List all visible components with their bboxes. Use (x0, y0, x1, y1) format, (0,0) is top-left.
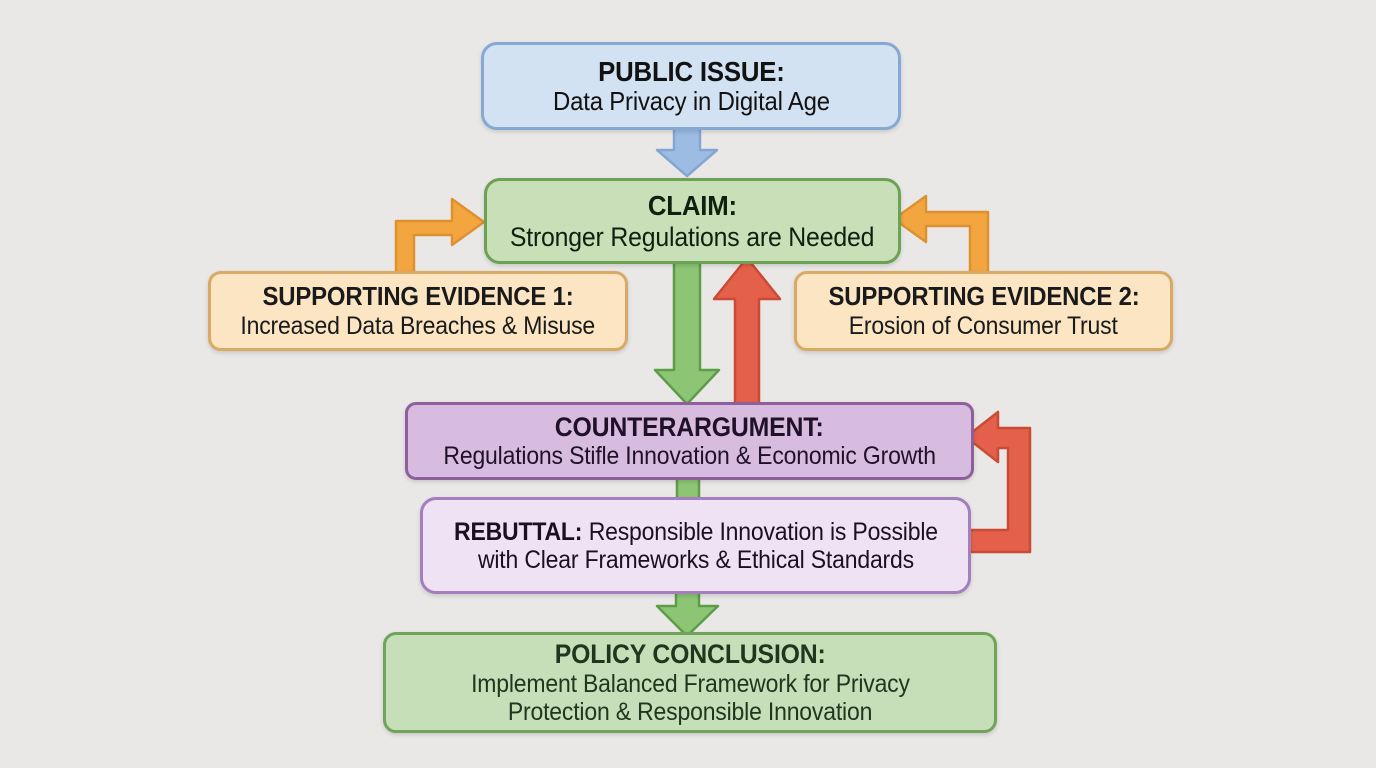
supporting-evidence-1-title: SUPPORTING EVIDENCE 1: (262, 281, 574, 312)
rebuttal-line-1: REBUTTAL:Responsible Innovation is Possi… (454, 518, 938, 546)
elbow-arrow-rebuttal-to-counter-icon (960, 410, 1032, 554)
supporting-evidence-2-box: SUPPORTING EVIDENCE 2: Erosion of Consum… (794, 271, 1173, 351)
rebuttal-box: REBUTTAL:Responsible Innovation is Possi… (420, 497, 971, 594)
rebuttal-label: REBUTTAL: (453, 517, 582, 546)
elbow-arrow-evidence1-to-claim-icon (394, 197, 486, 278)
up-arrow-counter-to-claim-icon (712, 256, 782, 408)
elbow-arrow-evidence2-to-claim-icon (892, 194, 990, 278)
claim-title: CLAIM: (647, 190, 738, 222)
public-issue-subtitle: Data Privacy in Digital Age (552, 86, 830, 117)
policy-conclusion-title: POLICY CONCLUSION: (554, 639, 826, 670)
counterargument-subtitle: Regulations Stifle Innovation & Economic… (443, 442, 936, 471)
supporting-evidence-1-subtitle: Increased Data Breaches & Misuse (240, 311, 596, 340)
counterargument-title: COUNTERARGUMENT: (555, 411, 824, 442)
policy-conclusion-line-1: Implement Balanced Framework for Privacy (470, 669, 910, 698)
claim-box: CLAIM: Stronger Regulations are Needed (484, 178, 901, 264)
supporting-evidence-2-subtitle: Erosion of Consumer Trust (849, 311, 1118, 340)
claim-subtitle: Stronger Regulations are Needed (510, 221, 875, 252)
public-issue-box: PUBLIC ISSUE: Data Privacy in Digital Ag… (481, 42, 901, 130)
supporting-evidence-1-box: SUPPORTING EVIDENCE 1: Increased Data Br… (208, 271, 628, 351)
counterargument-box: COUNTERARGUMENT: Regulations Stifle Inno… (405, 402, 974, 480)
rebuttal-line-2: with Clear Frameworks & Ethical Standard… (477, 545, 914, 574)
rebuttal-text-1: Responsible Innovation is Possible (588, 517, 938, 546)
public-issue-title: PUBLIC ISSUE: (597, 55, 785, 87)
supporting-evidence-2-title: SUPPORTING EVIDENCE 2: (828, 281, 1139, 312)
policy-conclusion-line-2: Protection & Responsible Innovation (507, 697, 873, 726)
down-arrow-claim-to-counter-icon (653, 252, 721, 406)
policy-conclusion-box: POLICY CONCLUSION: Implement Balanced Fr… (383, 632, 997, 733)
